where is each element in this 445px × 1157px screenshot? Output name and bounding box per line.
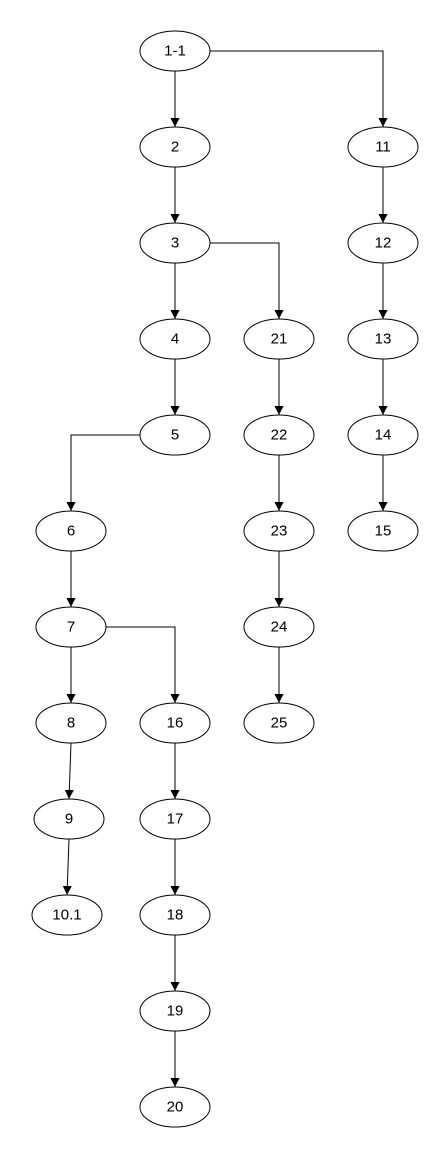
node-12: 12 — [347, 222, 419, 264]
node-4: 4 — [139, 318, 211, 360]
node-ellipse — [347, 222, 419, 264]
node-ellipse — [347, 510, 419, 552]
node-label: 9 — [65, 811, 73, 828]
node-label: 23 — [271, 523, 288, 540]
node-21: 21 — [243, 318, 315, 360]
node-5: 5 — [139, 414, 211, 456]
node-ellipse — [243, 702, 315, 744]
node-24: 24 — [243, 606, 315, 648]
node-ellipse — [35, 510, 107, 552]
node-ellipse — [31, 894, 103, 936]
node-label: 7 — [67, 619, 75, 636]
node-ellipse — [139, 318, 211, 360]
node-label: 8 — [67, 715, 75, 732]
edges — [62, 50, 388, 1087]
node-11: 11 — [347, 126, 419, 168]
node-ellipse — [139, 798, 211, 840]
node-label: 4 — [171, 331, 179, 348]
node-ellipse — [243, 606, 315, 648]
node-label: 25 — [271, 715, 288, 732]
node-label: 21 — [271, 331, 288, 348]
node-label: 18 — [167, 907, 184, 924]
node-19: 19 — [139, 990, 211, 1032]
node-label: 19 — [167, 1003, 184, 1020]
node-17: 17 — [139, 798, 211, 840]
edge-9-to-10-1 — [62, 838, 72, 896]
node-label: 2 — [171, 139, 179, 156]
node-label: 20 — [167, 1099, 184, 1116]
node-7: 7 — [35, 606, 107, 648]
node-9: 9 — [33, 798, 105, 840]
edge-8-to-9 — [64, 742, 74, 800]
node-16: 16 — [139, 702, 211, 744]
node-ellipse — [243, 414, 315, 456]
node-label: 24 — [271, 619, 288, 636]
node-ellipse — [139, 702, 211, 744]
node-14: 14 — [347, 414, 419, 456]
node-ellipse — [347, 414, 419, 456]
node-ellipse — [347, 126, 419, 168]
node-ellipse — [139, 126, 211, 168]
node-label: 6 — [67, 523, 75, 540]
node-label: 3 — [171, 235, 179, 252]
node-8: 8 — [35, 702, 107, 744]
node-label: 11 — [375, 139, 391, 156]
node-label: 1-1 — [164, 43, 186, 60]
node-25: 25 — [243, 702, 315, 744]
node-13: 13 — [347, 318, 419, 360]
node-ellipse — [139, 30, 211, 72]
node-label: 12 — [375, 235, 392, 252]
node-label: 13 — [375, 331, 392, 348]
node-ellipse — [139, 894, 211, 936]
node-3: 3 — [139, 222, 211, 264]
node-18: 18 — [139, 894, 211, 936]
node-15: 15 — [347, 510, 419, 552]
node-ellipse — [139, 414, 211, 456]
node-label: 10.1 — [52, 907, 81, 924]
node-label: 16 — [167, 715, 184, 732]
edge-7-to-16 — [106, 626, 180, 703]
node-22: 22 — [243, 414, 315, 456]
node-10-1: 10.1 — [31, 894, 103, 936]
edge-1-1-to-11 — [210, 50, 388, 127]
nodes: 1-12345678910.11112131415161718192021222… — [31, 30, 419, 1128]
node-ellipse — [35, 606, 107, 648]
node-20: 20 — [139, 1086, 211, 1128]
node-ellipse — [243, 510, 315, 552]
node-ellipse — [139, 990, 211, 1032]
node-ellipse — [35, 702, 107, 744]
node-ellipse — [33, 798, 105, 840]
node-ellipse — [139, 222, 211, 264]
edge-5-to-6 — [66, 434, 140, 511]
node-label: 5 — [171, 427, 179, 444]
node-ellipse — [139, 1086, 211, 1128]
node-label: 15 — [375, 523, 392, 540]
node-label: 14 — [375, 427, 392, 444]
node-23: 23 — [243, 510, 315, 552]
node-1-1: 1-1 — [139, 30, 211, 72]
edge-3-to-21 — [210, 242, 284, 319]
node-6: 6 — [35, 510, 107, 552]
node-2: 2 — [139, 126, 211, 168]
node-ellipse — [347, 318, 419, 360]
node-ellipse — [243, 318, 315, 360]
node-label: 22 — [271, 427, 288, 444]
node-label: 17 — [167, 811, 184, 828]
